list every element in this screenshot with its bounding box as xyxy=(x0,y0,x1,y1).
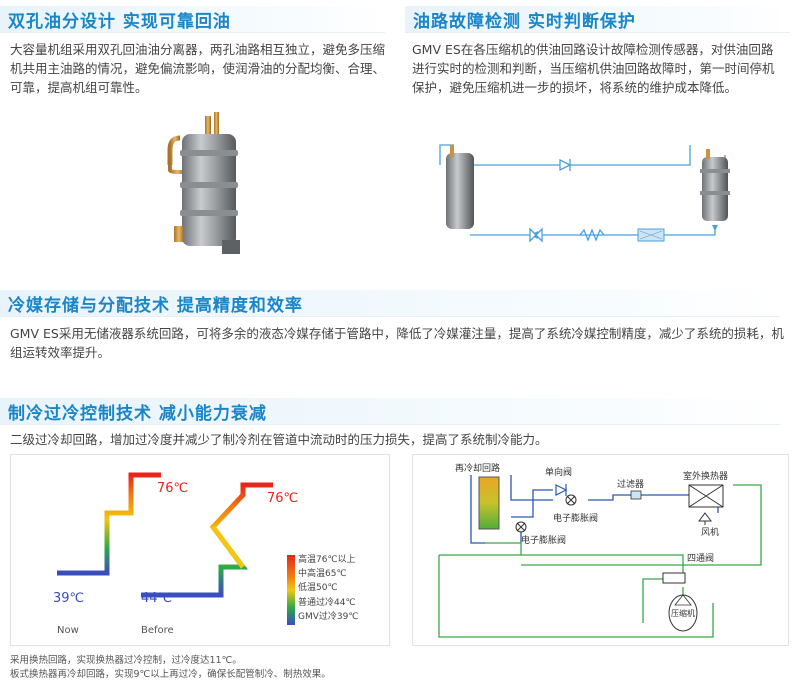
eev-icon xyxy=(515,521,527,533)
outdoor-hx-label: 室外换热器 xyxy=(683,472,729,482)
section-title: 双孔油分设计 实现可靠回油 xyxy=(8,11,231,32)
eev-label-1: 电子膨胀阀 xyxy=(553,514,599,524)
check-valve-icon xyxy=(555,484,568,496)
oil-separator-icon xyxy=(700,149,730,221)
before-high-temp: 76℃ xyxy=(267,491,299,506)
compressor-label: 压缩机 xyxy=(671,609,695,618)
before-low-temp: 44℃ xyxy=(141,591,173,606)
filter-icon xyxy=(630,490,642,500)
subcooler-icon xyxy=(478,476,500,530)
section-body: GMV ES在各压缩机的供油回路设计故障检测传感器，对供油回路进行实时的检测和判… xyxy=(412,42,775,95)
legend-entry: 普通过冷44℃ xyxy=(298,597,356,608)
four-way-valve-label: 四通阀 xyxy=(687,554,715,564)
fan-icon xyxy=(698,512,712,525)
legend-entry: 高温76℃以上 xyxy=(298,555,356,565)
footnote: 采用换热回路，实现换热器过冷控制，过冷度达11℃。 xyxy=(10,655,242,666)
fan-label: 风机 xyxy=(701,528,720,538)
section-title: 冷媒存储与分配技术 提高精度和效率 xyxy=(8,295,303,316)
before-label: Before xyxy=(141,625,174,636)
outdoor-heat-exchanger-icon xyxy=(688,484,724,508)
now-temperature-path xyxy=(57,472,161,576)
subcooling-circuit-schematic: 再冷却回路 单向阀 过滤器 室外换热器 电子膨胀阀 电子膨胀阀 风机 四通阀 压… xyxy=(412,454,789,646)
oil-separator-image xyxy=(167,112,240,254)
four-way-valve-icon xyxy=(662,572,686,584)
section-body: GMV ES采用无储液器系统回路，可将多余的液态冷媒存储于管路中，降低了冷媒灌注… xyxy=(10,326,784,360)
section-header-oil-separator: 双孔油分设计 实现可靠回油 xyxy=(0,6,385,33)
legend-entry: GMV过冷39℃ xyxy=(298,611,359,622)
filter-label: 过滤器 xyxy=(617,480,645,490)
legend-color-bar xyxy=(287,555,295,625)
oil-circuit-diagram xyxy=(439,144,730,243)
eev-icon xyxy=(565,494,577,506)
subcooling-temperature-figure: 76℃ 76℃ 39℃ 44℃ Now Before 高温76℃以上 中高温65… xyxy=(10,454,390,646)
check-valve-icon xyxy=(559,158,572,172)
legend-entry: 中高温65℃ xyxy=(298,569,347,580)
footnote: 板式换热器再冷却回路，实现9℃以上再过冷，确保长配管制冷、制热效果。 xyxy=(10,669,331,680)
compressor-icon xyxy=(446,145,474,229)
section-title: 油路故障检测 实时判断保护 xyxy=(413,11,636,32)
now-low-temp: 39℃ xyxy=(53,591,85,606)
valve-icon xyxy=(529,227,543,243)
section-header-refrigerant-storage: 冷媒存储与分配技术 提高精度和效率 xyxy=(0,290,780,317)
compressor-icon xyxy=(668,594,698,632)
before-temperature-path xyxy=(141,482,273,598)
now-high-temp: 76℃ xyxy=(157,481,189,496)
capillary-icon xyxy=(579,228,605,242)
section-title: 制冷过冷控制技术 减小能力衰减 xyxy=(8,403,267,424)
section-body: 大容量机组采用双孔回油油分离器，两孔油路相互独立，避免多压缩机共用主油路的情况，… xyxy=(10,42,386,95)
section-header-subcooling: 制冷过冷控制技术 减小能力衰减 xyxy=(0,398,780,425)
section-header-oil-fault-detection: 油路故障检测 实时判断保护 xyxy=(405,6,790,33)
eev-label-2: 电子膨胀阀 xyxy=(521,536,567,546)
temperature-legend: 高温76℃以上 中高温65℃ 低温50℃ 普通过冷44℃ GMV过冷39℃ xyxy=(298,553,358,624)
legend-entry: 低温50℃ xyxy=(298,583,338,594)
section-body: 二级过冷却回路，增加过冷度并减少了制冷剂在管道中流动时的压力损失，提高了系统制冷… xyxy=(10,432,548,447)
subcool-loop-label: 再冷却回路 xyxy=(455,464,501,474)
check-valve-label: 单向阀 xyxy=(545,468,573,478)
now-label: Now xyxy=(57,625,79,636)
